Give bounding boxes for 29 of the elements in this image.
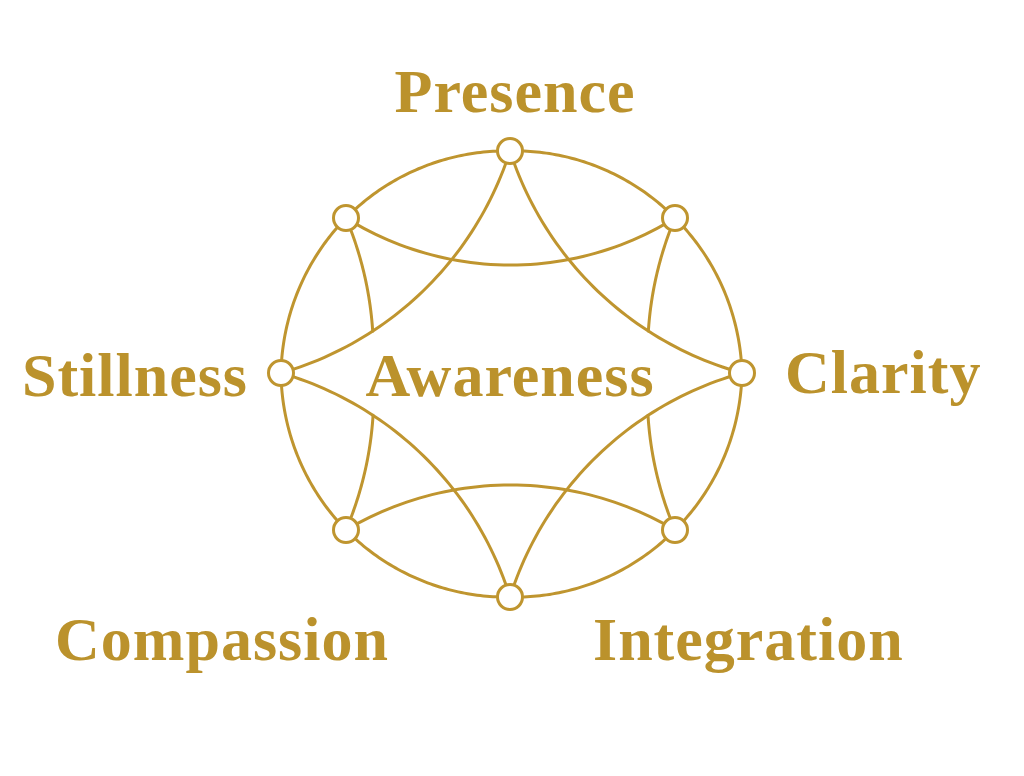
connector-line [513,162,731,371]
node-circle [495,136,525,166]
connector-line [522,149,667,210]
node-label: Stillness [21,344,248,406]
connector-line [292,162,507,371]
connector-line [356,223,665,267]
node-circle [266,358,296,388]
connector-line [513,375,731,586]
connector-line [646,229,672,333]
connector-line [683,226,743,361]
node-circle [660,515,690,545]
connector-line [292,375,508,586]
node-circle [495,582,525,612]
node-circle [331,203,361,233]
node-circle [727,358,757,388]
connector-line [354,149,498,210]
connector-line [280,385,339,522]
connector-line [280,226,339,361]
connector-line [354,538,498,599]
connector-line [349,229,375,333]
node-label: Presence [394,60,636,122]
connector-line [356,483,665,525]
node-circle [331,515,361,545]
connector-line [522,538,667,599]
node-circle [660,203,690,233]
connector-line [683,385,743,522]
connector-line [349,413,375,519]
center-label: Awareness [365,344,655,406]
connector-line [646,413,672,519]
